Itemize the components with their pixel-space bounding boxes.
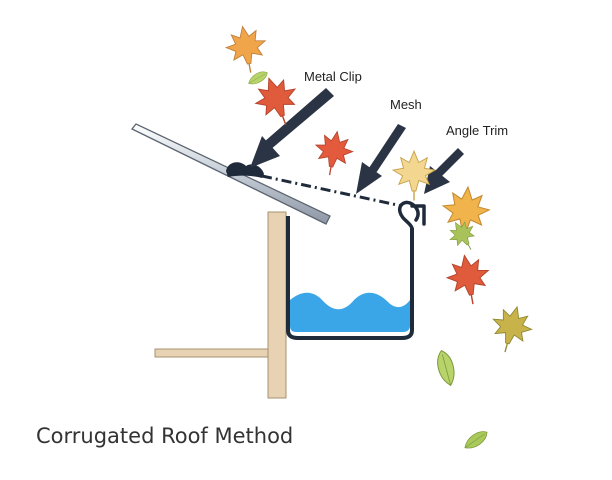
leaf-red-mid <box>310 127 357 179</box>
arrow-mesh <box>356 124 406 194</box>
leaf-green-oval-bottom <box>433 348 459 388</box>
diagram-caption: Corrugated Roof Method <box>36 424 293 448</box>
mesh-line <box>261 174 403 208</box>
gutter-water <box>290 292 410 332</box>
metal-clip <box>226 162 264 178</box>
leaf-red-right <box>443 251 495 309</box>
angle-trim <box>397 200 426 230</box>
leaf-green-oval-lower <box>461 427 491 453</box>
vertical-wood-post <box>267 211 287 399</box>
label-angle-trim: Angle Trim <box>446 123 508 138</box>
label-metal-clip: Metal Clip <box>304 69 362 84</box>
leaf-orange-top <box>222 22 271 77</box>
horizontal-wood-beam <box>154 348 274 358</box>
leaf-olive-right <box>485 301 537 358</box>
label-mesh: Mesh <box>390 97 422 112</box>
gutter <box>286 216 414 340</box>
arrow-metal-clip <box>250 88 334 168</box>
